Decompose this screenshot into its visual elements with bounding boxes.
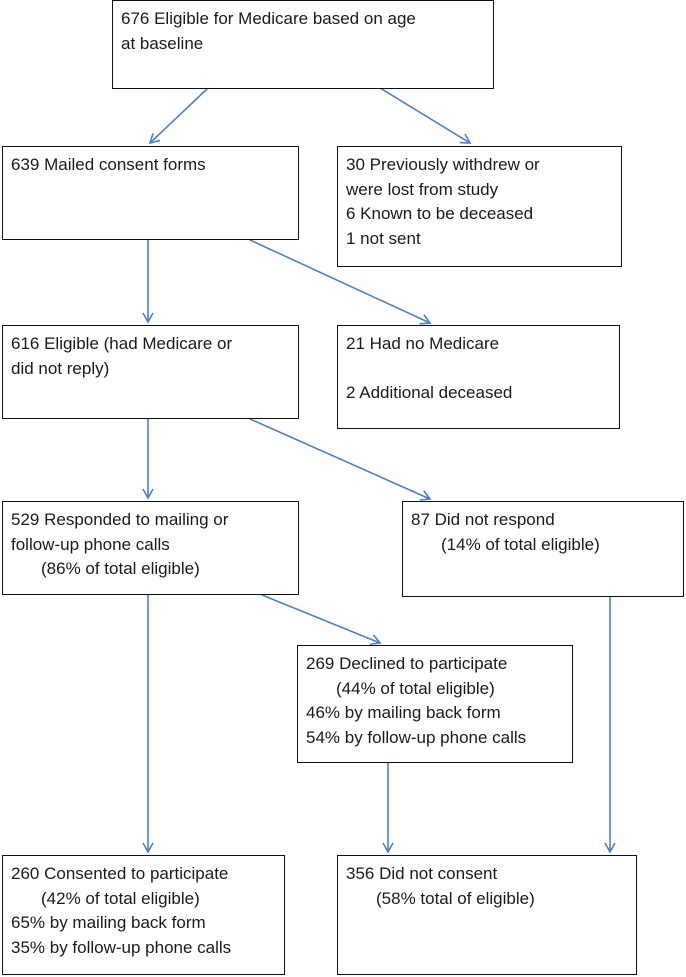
box-line: 639 Mailed consent forms <box>11 155 206 174</box>
box-line: 676 Eligible for Medicare based on age <box>121 9 416 28</box>
box-line: 21 Had no Medicare <box>346 334 500 353</box>
box-did-not-consent: 356 Did not consent (58% total of eligib… <box>337 855 637 975</box>
box-withdrew: 30 Previously withdrew or were lost from… <box>337 146 622 267</box>
box-line: (42% of total eligible) <box>41 888 200 908</box>
box-line: 269 Declined to participate <box>306 654 508 673</box>
box-line: (86% of total eligible) <box>41 559 200 578</box>
box-line: 6 Known to be deceased <box>346 204 534 223</box>
box-eligible-616: 616 Eligible (had Medicare or did not re… <box>2 325 299 419</box>
box-line: 356 Did not consent <box>346 864 498 883</box>
box-line: 54% by follow-up phone calls <box>306 727 527 747</box>
box-line: 1 not sent <box>346 228 421 248</box>
box-line: 46% by mailing back form <box>306 703 501 722</box>
box-line: follow-up phone calls <box>11 534 170 554</box>
arrow-mailed-to-nomedicare <box>249 239 432 325</box>
box-line: 260 Consented to participate <box>11 864 229 883</box>
box-line <box>346 357 611 382</box>
box-line: 616 Eligible (had Medicare or <box>11 334 233 353</box>
box-line: 65% by mailing back form <box>11 913 206 932</box>
arrow-responded-to-declined <box>261 594 382 646</box>
box-mailed-consent: 639 Mailed consent forms <box>2 146 299 240</box>
box-line: at baseline <box>121 33 204 53</box>
box-line: 529 Responded to mailing or <box>11 510 229 529</box>
box-line: 35% by follow-up phone calls <box>11 937 232 957</box>
arrow-616-to-notrespond <box>249 418 432 501</box>
box-line: (44% of total eligible) <box>336 678 495 698</box>
box-line: 30 Previously withdrew or <box>346 155 540 174</box>
box-eligible-age: 676 Eligible for Medicare based on age a… <box>112 0 494 89</box>
box-line: did not reply) <box>11 358 110 378</box>
box-consented: 260 Consented to participate (42% of tot… <box>2 855 285 975</box>
box-line: were lost from study <box>346 179 499 199</box>
box-line: 87 Did not respond <box>411 510 555 529</box>
box-no-medicare: 21 Had no Medicare 2 Additional deceased <box>337 325 620 429</box>
box-line: (14% of total eligible) <box>441 534 600 554</box>
arrow-eligible-to-withdrew <box>379 87 472 144</box>
arrow-eligible-to-mailed <box>148 87 209 145</box>
box-line: (58% total of eligible) <box>376 888 535 908</box>
box-did-not-respond: 87 Did not respond (14% of total eligibl… <box>402 501 684 597</box>
box-line: 2 Additional deceased <box>346 383 513 402</box>
box-declined: 269 Declined to participate (44% of tota… <box>297 645 573 763</box>
box-responded: 529 Responded to mailing or follow-up ph… <box>2 501 299 595</box>
